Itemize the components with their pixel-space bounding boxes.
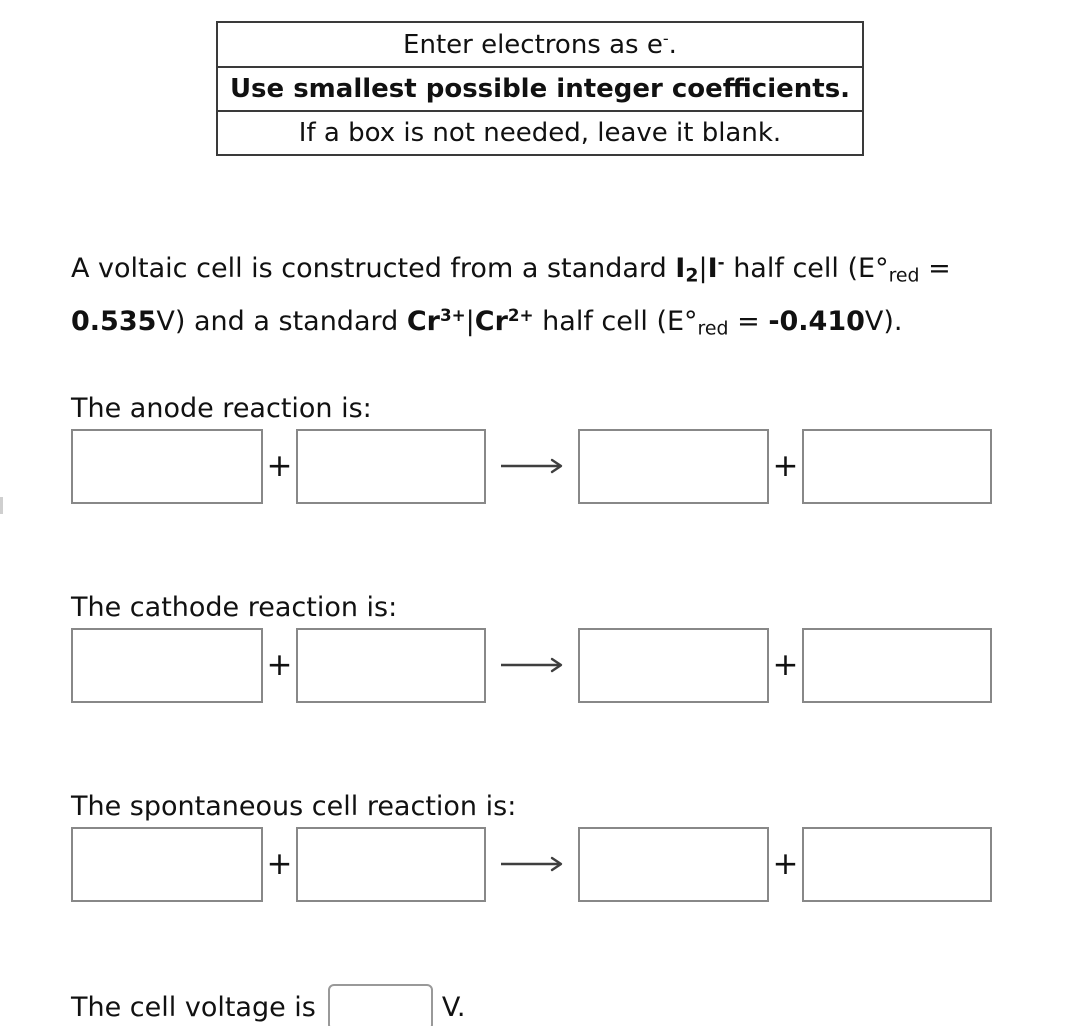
cathode-label: The cathode reaction is:: [71, 591, 398, 623]
spontaneous-reactant-2-input[interactable]: [296, 826, 486, 902]
anode-section: The anode reaction is: + +: [71, 392, 1080, 504]
plus-sign: +: [772, 646, 799, 683]
screen-edge-artifact: [0, 497, 3, 514]
spontaneous-equation-row: + +: [71, 826, 1080, 902]
problem-statement: A voltaic cell is constructed from a sta…: [71, 251, 951, 340]
spontaneous-product-1-input[interactable]: [578, 826, 769, 902]
voltage-unit: V.: [441, 991, 466, 1023]
cathode-section: The cathode reaction is: + +: [71, 591, 1080, 703]
instruction-row: Enter electrons as e-.: [215, 21, 865, 68]
plus-sign: +: [772, 845, 799, 882]
right-arrow-icon: [501, 657, 563, 673]
voltage-row: The cell voltage is V.: [71, 983, 1080, 1026]
plus-sign: +: [772, 447, 799, 484]
spontaneous-label: The spontaneous cell reaction is:: [71, 790, 517, 822]
instructions-wrap: Enter electrons as e-. Use smallest poss…: [0, 0, 1080, 156]
anode-reactant-2-input[interactable]: [296, 428, 486, 504]
reaction-arrow: [486, 458, 578, 474]
cell-voltage-input[interactable]: [327, 983, 433, 1026]
cathode-reactant-1-input[interactable]: [71, 627, 263, 703]
instructions-table: Enter electrons as e-. Use smallest poss…: [215, 21, 865, 156]
spontaneous-section: The spontaneous cell reaction is: + +: [71, 790, 1080, 902]
cathode-product-2-input[interactable]: [802, 627, 992, 703]
voltage-label: The cell voltage is: [71, 991, 316, 1023]
instruction-coefficients: Use smallest possible integer coefficien…: [215, 65, 865, 112]
anode-product-2-input[interactable]: [802, 428, 992, 504]
anode-equation-row: + +: [71, 428, 1080, 504]
anode-product-1-input[interactable]: [578, 428, 769, 504]
spontaneous-product-2-input[interactable]: [802, 826, 992, 902]
reaction-arrow: [486, 856, 578, 872]
plus-sign: +: [266, 646, 293, 683]
instruction-electrons: Enter electrons as e-.: [215, 21, 865, 68]
anode-label: The anode reaction is:: [71, 392, 372, 424]
right-arrow-icon: [501, 856, 563, 872]
anode-reactant-1-input[interactable]: [71, 428, 263, 504]
reaction-arrow: [486, 657, 578, 673]
cathode-product-1-input[interactable]: [578, 627, 769, 703]
cathode-reactant-2-input[interactable]: [296, 627, 486, 703]
instruction-row: Use smallest possible integer coefficien…: [215, 65, 865, 112]
instruction-row: If a box is not needed, leave it blank.: [215, 109, 865, 156]
right-arrow-icon: [501, 458, 563, 474]
instruction-blank-box: If a box is not needed, leave it blank.: [215, 109, 865, 156]
plus-sign: +: [266, 447, 293, 484]
plus-sign: +: [266, 845, 293, 882]
spontaneous-reactant-1-input[interactable]: [71, 826, 263, 902]
cathode-equation-row: + +: [71, 627, 1080, 703]
